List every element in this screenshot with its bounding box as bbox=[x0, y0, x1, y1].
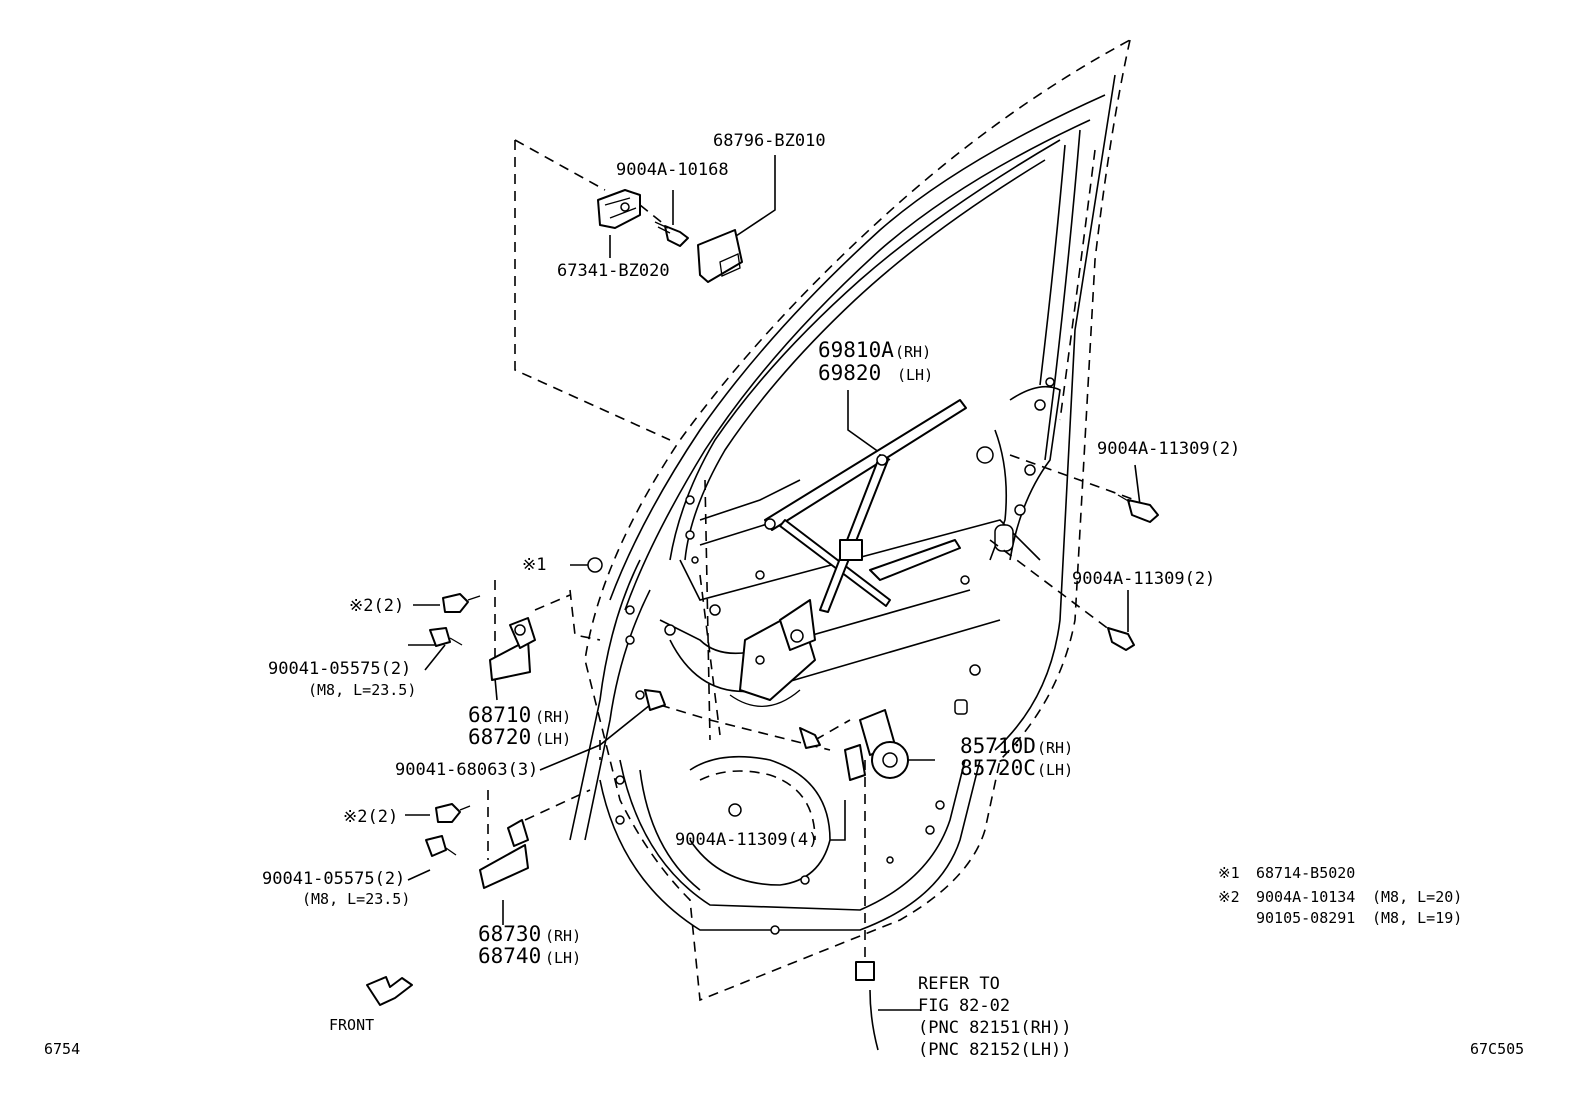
note-spec: (M8, L=19) bbox=[1372, 909, 1462, 927]
refer-line-2: FIG 82-02 bbox=[918, 996, 1010, 1016]
regulator-lh-side: (LH) bbox=[897, 366, 933, 384]
note-part: 90105-08291 bbox=[1256, 909, 1355, 927]
bolt-upper-right bbox=[1117, 494, 1159, 523]
upper-hinge-rh-side: (RH) bbox=[535, 708, 571, 726]
note2-bolt-upper bbox=[442, 593, 481, 613]
regulator-motor bbox=[844, 709, 909, 781]
bolt-lower-left-spec: (M8, L=23.5) bbox=[302, 890, 410, 908]
motor-lh-number: 85720C bbox=[960, 756, 1036, 780]
note1-marker: ※1 bbox=[522, 555, 546, 575]
upper-hinge-lh-side: (LH) bbox=[535, 730, 571, 748]
cover-part-number: 68796-BZ010 bbox=[713, 131, 826, 151]
screw-10168 bbox=[654, 221, 689, 247]
note-part: 68714-B5020 bbox=[1256, 864, 1355, 882]
note2-bolt-lower bbox=[435, 803, 471, 823]
regulator-lh-number: 69820 bbox=[818, 361, 881, 385]
motor-rh-side: (RH) bbox=[1037, 739, 1073, 757]
bolt-upper-left-spec: (M8, L=23.5) bbox=[308, 681, 416, 699]
lower-hinge-rh-side: (RH) bbox=[545, 927, 581, 945]
motor-rh-number: 85710D bbox=[960, 734, 1036, 758]
note2-lower-marker: ※2(2) bbox=[343, 807, 398, 827]
note1-clip bbox=[587, 557, 603, 573]
bolt-mid-right bbox=[1107, 627, 1135, 651]
regulator-rh-side: (RH) bbox=[895, 343, 931, 361]
note-part: 9004A-10134 bbox=[1256, 888, 1355, 906]
wire-connector bbox=[855, 961, 875, 981]
cover-clip-part bbox=[597, 189, 641, 229]
bolt-upper-right-number: 9004A-11309(2) bbox=[1097, 439, 1240, 459]
lower-hinge-lh-side: (LH) bbox=[545, 949, 581, 967]
figure-id-right: 67C505 bbox=[1470, 1040, 1524, 1058]
cover-part bbox=[697, 229, 743, 283]
bolt-68063 bbox=[644, 689, 666, 711]
lower-hinge-rh-number: 68730 bbox=[478, 922, 541, 946]
note-mark: ※2 bbox=[1218, 888, 1240, 906]
door-frame bbox=[569, 39, 1131, 1002]
upper-hinge-rh-number: 68710 bbox=[468, 703, 531, 727]
bolt-upper-left-number: 90041-05575(2) bbox=[268, 659, 411, 679]
bolt-lower-left-number: 90041-05575(2) bbox=[262, 869, 405, 889]
bolt-motor-mount bbox=[799, 727, 821, 749]
refer-line-3: (PNC 82151(RH)) bbox=[918, 1018, 1072, 1038]
lower-hinge bbox=[479, 819, 529, 889]
figure-id-left: 6754 bbox=[44, 1040, 80, 1058]
note-mark: ※1 bbox=[1218, 864, 1240, 882]
upper-hinge-lh-number: 68720 bbox=[468, 725, 531, 749]
upper-hinge bbox=[489, 617, 536, 681]
notes-legend: ※1 68714-B5020 ※2 9004A-10134 (M8, L=20)… bbox=[1218, 864, 1462, 927]
note-spec: (M8, L=20) bbox=[1372, 888, 1462, 906]
bolt-68063-number: 90041-68063(3) bbox=[395, 760, 538, 780]
screw-10168-number: 9004A-10168 bbox=[616, 160, 729, 180]
cover-clip-part-number: 67341-BZ020 bbox=[557, 261, 670, 281]
note2-upper-marker: ※2(2) bbox=[349, 596, 404, 616]
labels: 68796-BZ010 9004A-10168 67341-BZ020 6981… bbox=[44, 131, 1524, 1060]
motor-lh-side: (LH) bbox=[1037, 761, 1073, 779]
bolt-upper-left bbox=[429, 627, 463, 647]
door-holes bbox=[615, 377, 1055, 935]
bolt-mid-right-number: 9004A-11309(2) bbox=[1072, 569, 1215, 589]
refer-line-4: (PNC 82152(LH)) bbox=[918, 1040, 1072, 1060]
front-arrow-icon bbox=[366, 976, 413, 1006]
lower-hinge-lh-number: 68740 bbox=[478, 944, 541, 968]
regulator-rh-number: 69810A bbox=[818, 338, 894, 362]
window-regulator bbox=[729, 399, 967, 707]
bolt-lower-left bbox=[425, 835, 457, 857]
front-label: FRONT bbox=[329, 1016, 374, 1034]
bolt-motor-number: 9004A-11309(4) bbox=[675, 830, 818, 850]
assembly-lines bbox=[405, 139, 1141, 1051]
refer-line-1: REFER TO bbox=[918, 974, 1000, 994]
